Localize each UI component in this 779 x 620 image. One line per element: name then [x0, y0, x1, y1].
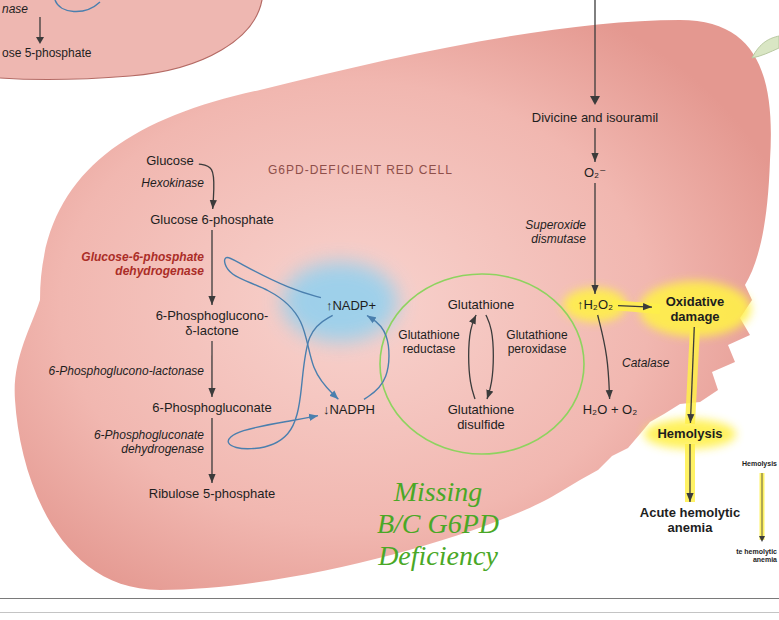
reaction-arrow: [211, 230, 212, 305]
cell-outline: [15, 20, 771, 590]
fragment-text: ose 5-phosphate: [2, 46, 91, 60]
reaction-arrow: [618, 306, 652, 308]
node-text: Oxidative damage: [657, 294, 733, 324]
enzyme-label: Catalase: [622, 356, 669, 370]
node-text: 6-Phosphogluconate: [152, 400, 271, 415]
label-box: Hexokinase: [141, 176, 204, 190]
metabolite-node: Glutathione disulfide: [440, 400, 522, 434]
reaction-arrow: [211, 341, 212, 397]
node-text: Acute hemolytic anemia: [635, 505, 745, 535]
metabolite-node: 6-Phosphoglucono- δ-lactone: [145, 306, 279, 340]
node-text: Glucose: [146, 153, 194, 168]
page-rule: [0, 598, 779, 599]
arrowhead: [759, 536, 765, 542]
arrowhead: [36, 37, 44, 44]
reaction-arrow: [211, 418, 212, 483]
previous-cell: [0, 0, 262, 79]
cofactor-loop: [55, 0, 100, 12]
arrowhead: [590, 96, 600, 105]
pathway-arrow: [594, 0, 595, 97]
reaction-arrow: [594, 128, 595, 162]
yellow-highlight: [612, 305, 660, 309]
leaf-shape: [752, 36, 779, 58]
yellow-highlight: [685, 444, 695, 502]
enzyme-label: Glucose-6-phosphate dehydrogenase: [64, 250, 204, 278]
page-rule: [0, 612, 779, 613]
node-text: ↓NADPH: [323, 402, 375, 417]
reaction-arrow: [598, 315, 610, 399]
label-box: ose 5-phosphate: [2, 46, 91, 60]
metabolite-node: Glucose: [142, 151, 198, 170]
metabolite-node: Glucose 6-phosphate: [146, 210, 278, 229]
node-text: Divicine and isouramil: [532, 110, 658, 125]
node-text: Glutathione: [448, 297, 515, 312]
node-text: Glutathione disulfide: [444, 402, 518, 432]
metabolite-node: ↑NADP+: [322, 296, 380, 315]
label-box: Glucose-6-phosphate dehydrogenase: [64, 250, 204, 278]
cofactor-arrow: [364, 316, 389, 400]
metabolite-node: H₂O + O₂: [579, 400, 642, 419]
cofactor-arrow: [228, 315, 332, 448]
enzyme-label: Glutathione peroxidase: [500, 328, 574, 356]
metabolite-node: ↓NADPH: [319, 400, 379, 419]
metabolite-node: 6-Phosphogluconate: [148, 398, 275, 417]
metabolite-node: Acute hemolytic anemia: [631, 503, 749, 537]
handwritten-note: Missing B/C G6PD Deficiency: [370, 476, 506, 572]
previous-cell-edge: [0, 0, 262, 79]
label-box: 6-Phosphogluconate dehydrogenase: [54, 428, 204, 456]
reaction-arrow: [689, 444, 690, 502]
metabolite-node: Hemolysis: [653, 424, 726, 443]
node-text: ↑H₂O₂: [577, 297, 613, 312]
metabolite-node: O₂⁻: [580, 163, 610, 182]
label-box: 6-Phosphoglucono-lactonase: [49, 364, 204, 378]
enzyme-label: Hexokinase: [141, 176, 204, 190]
enzyme-label: Superoxide dismutase: [508, 218, 586, 246]
fragment-text: nase: [2, 2, 28, 16]
label-box: Hemolysis: [742, 460, 777, 468]
label-box: Glutathione reductase: [392, 328, 466, 356]
yellow-highlight: [760, 473, 765, 540]
metabolite-node: ↑H₂O₂: [573, 295, 617, 314]
label-box: te hemolytic anemia: [729, 548, 777, 564]
label-box: Missing B/C G6PD Deficiency: [370, 476, 506, 572]
label-box: Catalase: [622, 356, 669, 370]
fragment-text: Hemolysis: [742, 460, 777, 468]
enzyme-label: Glutathione reductase: [392, 328, 466, 356]
node-text: Ribulose 5-phosphate: [149, 486, 275, 501]
label-box: Superoxide dismutase: [508, 218, 586, 246]
pathway-arrow: [39, 17, 40, 38]
enzyme-label: 6-Phosphoglucono-lactonase: [49, 364, 204, 378]
enzyme-label: 6-Phosphogluconate dehydrogenase: [54, 428, 204, 456]
blue-glow: [282, 262, 398, 342]
metabolite-node: Glutathione: [444, 295, 519, 314]
reaction-arrow: [469, 315, 476, 399]
reaction-arrow: [594, 183, 595, 294]
label-box: Glutathione peroxidase: [500, 328, 574, 356]
label-box: nase: [2, 2, 28, 16]
node-text: ↑NADP+: [326, 298, 376, 313]
node-text: O₂⁻: [584, 165, 606, 180]
cell-title: G6PD-DEFICIENT RED CELL: [268, 163, 779, 177]
fragment-text: te hemolytic anemia: [729, 548, 777, 564]
node-text: H₂O + O₂: [583, 402, 638, 417]
node-text: Glucose 6-phosphate: [150, 212, 274, 227]
reaction-arrow: [690, 327, 694, 423]
metabolite-node: Divicine and isouramil: [528, 108, 662, 127]
node-text: 6-Phosphoglucono- δ-lactone: [149, 308, 275, 338]
metabolite-node: Ribulose 5-phosphate: [145, 484, 279, 503]
cofactor-arrow: [225, 257, 339, 399]
metabolite-node: Oxidative damage: [653, 292, 737, 326]
reaction-arrow: [486, 315, 493, 399]
handdrawn-circle: [380, 274, 584, 454]
thumbnail-arrow: [762, 473, 763, 537]
node-text: Hemolysis: [657, 426, 722, 441]
